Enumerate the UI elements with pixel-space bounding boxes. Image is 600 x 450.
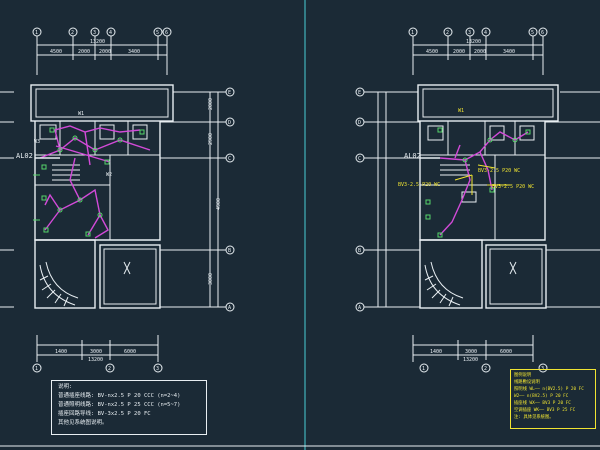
dimension-total: 13200: [88, 357, 103, 363]
legend-row: 照明线 WL—— n(BV2.5) P 20 FC: [514, 387, 584, 392]
cable-annotation: BV3-2.5 P20 WC: [492, 184, 534, 190]
circuit-label: W1: [78, 111, 84, 117]
grid-label: 5: [531, 30, 534, 36]
grid-label: 1: [422, 366, 425, 372]
cable-annotation: BV3-2.5 P20 WC: [398, 182, 440, 188]
grid-label: D: [228, 120, 231, 126]
notes-line: 普通插座线路: BV-nx2.5 P 20 CCC (n=2~4): [58, 393, 181, 399]
dimension-text: 3000: [465, 349, 477, 355]
grid-label: E: [228, 90, 231, 96]
panel-label: AL02: [16, 152, 33, 160]
dimension-text: 2900: [208, 133, 214, 145]
legend-title: 图例说明: [514, 373, 532, 378]
legend-row: 注: 具体见系统图。: [514, 415, 554, 420]
dimension-text: 2000: [208, 98, 214, 110]
right-floor-plan: 1 2 3 4 5 6 4500 2000 2000 3400 13200: [355, 27, 600, 373]
grid-label: 1: [35, 366, 38, 372]
grid-label: 4: [109, 30, 112, 36]
grid-label: 2: [446, 30, 449, 36]
socket-circuits[interactable]: [439, 131, 529, 236]
notes-title: 说明:: [58, 384, 73, 390]
grid-label: 1: [35, 30, 38, 36]
cable-annotation: BV3-2.5 P20 WC: [478, 168, 520, 174]
grid-label: B: [358, 248, 361, 254]
dimension-total: 13200: [466, 39, 481, 45]
dimension-text: 2000: [474, 49, 486, 55]
grid-label: 6: [541, 30, 544, 36]
room-block[interactable]: [485, 244, 547, 309]
grid-label: 3: [468, 30, 471, 36]
dimension-text: 1400: [430, 349, 442, 355]
grid-label: 6: [165, 30, 168, 36]
legend-box[interactable]: 图例说明 线路敷设说明 照明线 WL—— n(BV2.5) P 20 FC W2…: [510, 369, 596, 429]
dimension-text: 3400: [503, 49, 515, 55]
dimension-text: 2000: [99, 49, 111, 55]
dimension-text: 3400: [128, 49, 140, 55]
grid-label: 3: [156, 366, 159, 372]
grid-label: 2: [108, 366, 111, 372]
dimension-text: 3000: [208, 273, 214, 285]
panel-label: AL02: [404, 152, 421, 160]
building-top-block[interactable]: [30, 84, 174, 122]
building-top-inner: [35, 88, 169, 118]
electrical-devices[interactable]: [33, 127, 145, 237]
dimension-text: 6000: [500, 349, 512, 355]
dimension-text: 2000: [453, 49, 465, 55]
dimension-text: 6000: [124, 349, 136, 355]
legend-row: 空调插座 WK—— BV3 P 25 FC: [514, 408, 576, 413]
notes-line: 普通照明线路: BV-nx2.5 P 25 CCC (n=5~7): [58, 402, 181, 408]
notes-line: 插座回路导线: BV-3x2.5 P 20 FC: [58, 411, 151, 417]
notes-line: 其他见系统图说明。: [58, 420, 108, 426]
grid-label: 5: [156, 30, 159, 36]
grid-label: E: [358, 90, 361, 96]
grid-label: D: [358, 120, 361, 126]
building-top-block[interactable]: [417, 84, 559, 122]
building-main-block[interactable]: [419, 121, 546, 241]
circuit-label: W2: [106, 172, 112, 178]
dimension-total: 13200: [463, 357, 478, 363]
dimension-text: 4500: [426, 49, 438, 55]
dimension-text: 4500: [50, 49, 62, 55]
grid-label: C: [228, 156, 231, 162]
grid-label: 3: [93, 30, 96, 36]
grid-label: 1: [411, 30, 414, 36]
legend-row: 插座线 WX—— BV3 P 20 FC: [514, 401, 571, 406]
room-inner: [103, 248, 157, 305]
grid-label: 2: [484, 366, 487, 372]
dimension-total: 13200: [90, 39, 105, 45]
dimension-text: 1400: [55, 349, 67, 355]
lighting-circuits[interactable]: [39, 125, 151, 239]
room-block[interactable]: [99, 244, 161, 309]
dimension-text: 2000: [78, 49, 90, 55]
circuit-tag: W1: [458, 108, 464, 114]
grid-label: 4: [484, 30, 487, 36]
circuit-label: W3: [34, 139, 40, 145]
stair-block[interactable]: [419, 239, 483, 309]
legend-subtitle: 线路敷设说明: [514, 380, 540, 385]
dimension-text: 3000: [90, 349, 102, 355]
grid-label: C: [358, 156, 361, 162]
building-main-block[interactable]: [34, 121, 161, 241]
spiral-stair: [39, 264, 76, 306]
grid-label: A: [358, 305, 361, 311]
legend-row: W2—— n(BV2.5) P 20 FC: [514, 394, 569, 399]
left-floor-plan: 1 2 3 4 5 6 4500 2000 2000 3400 13200: [0, 27, 235, 373]
dimension-text: 4900: [216, 198, 222, 210]
socket-devices[interactable]: [425, 127, 531, 238]
grid-label: 2: [71, 30, 74, 36]
grid-label: B: [228, 248, 231, 254]
design-notes-box[interactable]: 说明: 普通插座线路: BV-nx2.5 P 20 CCC (n=2~4) 普通…: [51, 380, 207, 435]
stair-block[interactable]: [34, 239, 96, 309]
grid-label: A: [228, 305, 231, 311]
